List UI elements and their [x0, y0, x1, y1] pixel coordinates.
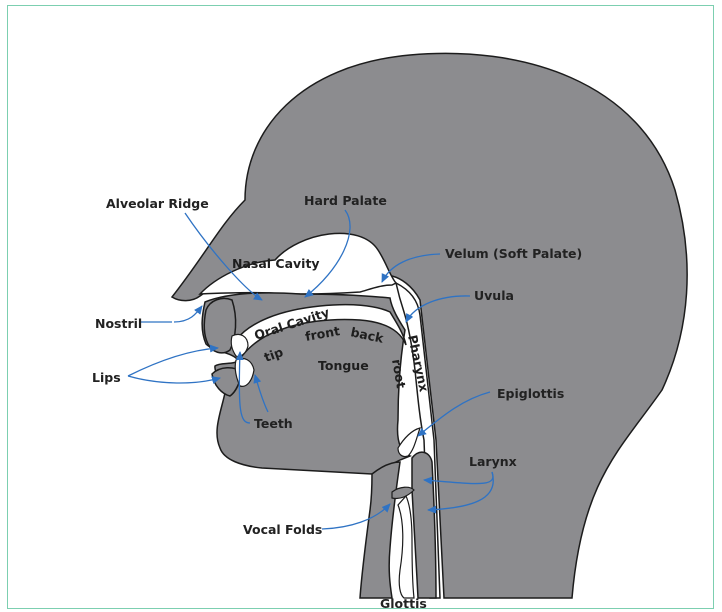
label-larynx: Larynx: [469, 454, 517, 469]
arrow-nostril: [174, 306, 202, 322]
label-epiglottis: Epiglottis: [497, 386, 564, 401]
larynx-back: [412, 452, 436, 598]
label-glottis: Glottis: [380, 596, 427, 611]
trachea-front: [360, 462, 400, 598]
label-hard-palate: Hard Palate: [304, 193, 387, 208]
label-nasal-cavity: Nasal Cavity: [232, 256, 320, 271]
label-uvula: Uvula: [474, 288, 514, 303]
label-nostril: Nostril: [95, 316, 142, 331]
arrow-lips-lower: [128, 376, 220, 383]
trachea-channel: [398, 496, 414, 598]
epiglottis-shape: [398, 428, 420, 457]
label-velum: Velum (Soft Palate): [445, 246, 582, 261]
label-vocal-folds: Vocal Folds: [243, 522, 322, 537]
label-tongue: Tongue: [318, 358, 369, 373]
label-alveolar-ridge: Alveolar Ridge: [106, 196, 209, 211]
arrow-lips-upper: [128, 348, 218, 376]
label-lips: Lips: [92, 370, 121, 385]
label-teeth: Teeth: [254, 416, 293, 431]
